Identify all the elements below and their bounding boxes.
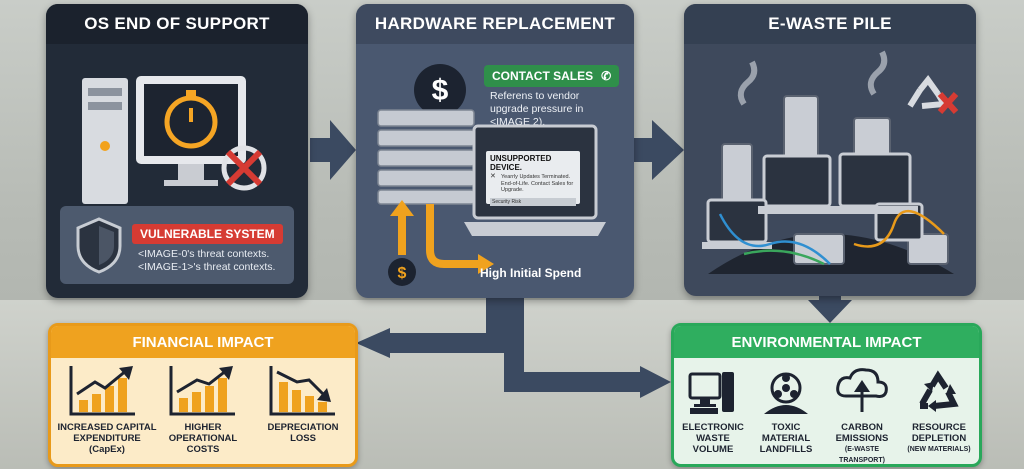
- popup-footer: Security Risk: [490, 197, 576, 206]
- vulnerable-card: [60, 206, 294, 284]
- ewaste-panel-title: E-WASTE PILE: [684, 4, 976, 44]
- computer-icon: [82, 76, 267, 204]
- carbon-emissions-text: CARBON EMISSIONS: [835, 422, 889, 444]
- threat-line-2: <IMAGE-1>'s threat contexts.: [138, 261, 276, 273]
- os-panel-title: OS END OF SUPPORT: [46, 4, 308, 44]
- hardware-panel-title: HARDWARE REPLACEMENT: [356, 4, 634, 44]
- recycle-x-icon: [907, 75, 959, 114]
- svg-text:$: $: [398, 265, 407, 282]
- popup-message: Yearrly Updates Terminated. End-of-Life.…: [490, 174, 576, 194]
- contact-sales-button[interactable]: CONTACT SALES ✆: [484, 65, 620, 87]
- monitor-tower-icon: [688, 372, 734, 414]
- resource-depletion-text: RESOURCE DEPLETION: [911, 422, 967, 444]
- arrow-ewaste-to-env: [808, 296, 852, 323]
- toxic-landfills-label: TOXIC MATERIAL LANDFILLS: [754, 422, 818, 455]
- contact-sales-label: CONTACT SALES: [492, 69, 594, 83]
- threat-context-text: <IMAGE-0's threat contexts. <IMAGE-1>'s …: [138, 248, 275, 274]
- electronic-waste-label: ELECTRONIC WASTE VOLUME: [676, 422, 750, 455]
- financial-impact-title: FINANCIAL IMPACT: [51, 326, 355, 358]
- biohazard-icon: [764, 372, 808, 414]
- no-update-icon: [221, 145, 267, 191]
- e-waste-pile-panel: E-WASTE PILE: [684, 4, 976, 296]
- toxic-landfills-text: TOXIC MATERIAL LANDFILLS: [759, 422, 813, 455]
- phone-icon: ✆: [601, 69, 612, 83]
- arrow-hardware-to-financial: [384, 298, 506, 353]
- environmental-impact-title: ENVIRONMENTAL IMPACT: [674, 326, 979, 358]
- capex-label: INCREASED CAPITAL EXPENDITURE (CapEx): [57, 422, 157, 455]
- bar-chart-up-icon: [69, 366, 135, 416]
- arrow-os-to-hardware: [310, 120, 356, 180]
- e-waste-pile-illustration: [702, 50, 954, 274]
- spend-arrows-icon: $: [388, 200, 494, 286]
- shield-icon: [76, 217, 122, 274]
- carbon-emissions-label: CARBON EMISSIONS (E-WASTE TRANSPORT): [822, 422, 902, 464]
- svg-text:$: $: [432, 74, 449, 107]
- high-initial-spend-label: High Initial Spend: [480, 266, 582, 280]
- arrow-hardware-to-ewaste: [634, 120, 684, 180]
- stopwatch-icon: [164, 90, 218, 149]
- opex-label: HIGHER OPERATIONAL COSTS: [168, 422, 238, 455]
- electronic-waste-text: ELECTRONIC WASTE VOLUME: [682, 422, 744, 455]
- threat-line-1: <IMAGE-0's threat contexts.: [138, 248, 270, 260]
- popup-title: UNSUPPORTED DEVICE.: [490, 154, 552, 172]
- arrow-hardware-to-env: [504, 298, 642, 392]
- dollar-icon: $: [414, 64, 466, 116]
- unsupported-device-popup: UNSUPPORTED DEVICE. Yearrly Updates Term…: [486, 151, 580, 206]
- os-end-of-support-panel: OS END OF SUPPORT VULNERABLE SYSTEM <IMA…: [46, 4, 308, 298]
- bar-chart-up-icon: [169, 366, 235, 416]
- recycle-icon: [919, 370, 959, 412]
- bar-chart-down-icon: [269, 366, 335, 416]
- depreciation-label: DEPRECIATION LOSS: [267, 422, 339, 444]
- vulnerable-system-badge: VULNERABLE SYSTEM: [132, 224, 283, 244]
- hardware-replacement-panel: HARDWARE REPLACEMENT $ CONTACT SALES ✆ R…: [356, 4, 634, 298]
- cloud-arrow-icon: [836, 368, 888, 412]
- carbon-emissions-sub: (E-WASTE TRANSPORT): [839, 446, 885, 464]
- financial-impact-card: FINANCIAL IMPACT INCREASED CAPITAL EXPEN…: [48, 323, 358, 467]
- resource-depletion-sub: (NEW MATERIALS): [907, 446, 971, 453]
- resource-depletion-label: RESOURCE DEPLETION (NEW MATERIALS): [902, 422, 976, 455]
- environmental-impact-card: ENVIRONMENTAL IMPACT ELECTRONIC WASTE VO…: [671, 323, 982, 467]
